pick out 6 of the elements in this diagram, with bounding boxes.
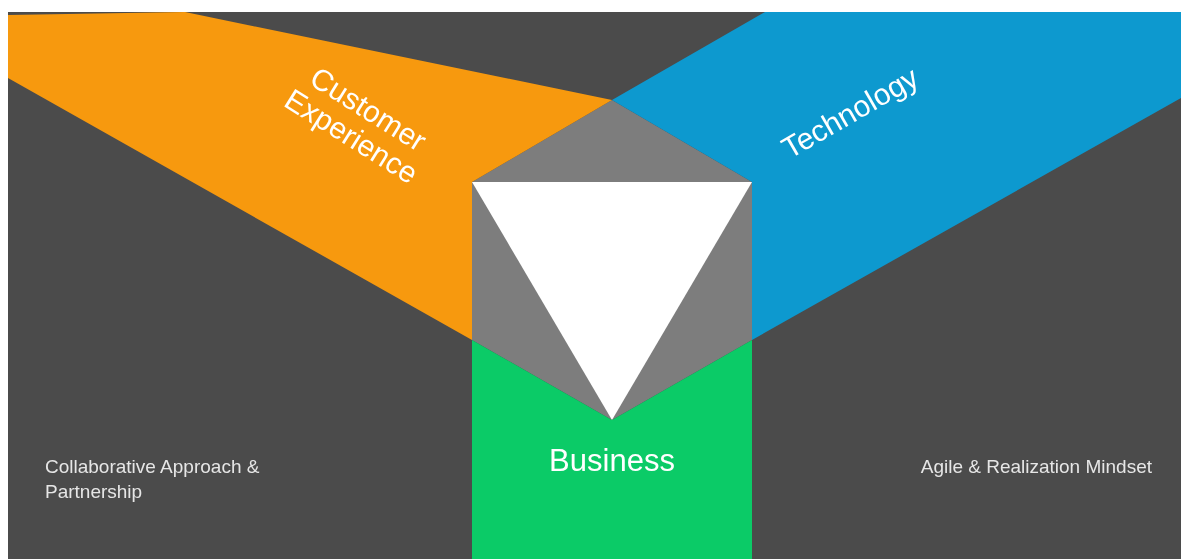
band	[472, 340, 752, 559]
band	[612, 12, 1181, 340]
side-note: Agile & Realization Mindset	[919, 455, 1152, 479]
band-label: Business	[548, 445, 676, 478]
band	[8, 12, 612, 340]
side-note: Collaborative Approach & Partnership	[45, 455, 261, 504]
